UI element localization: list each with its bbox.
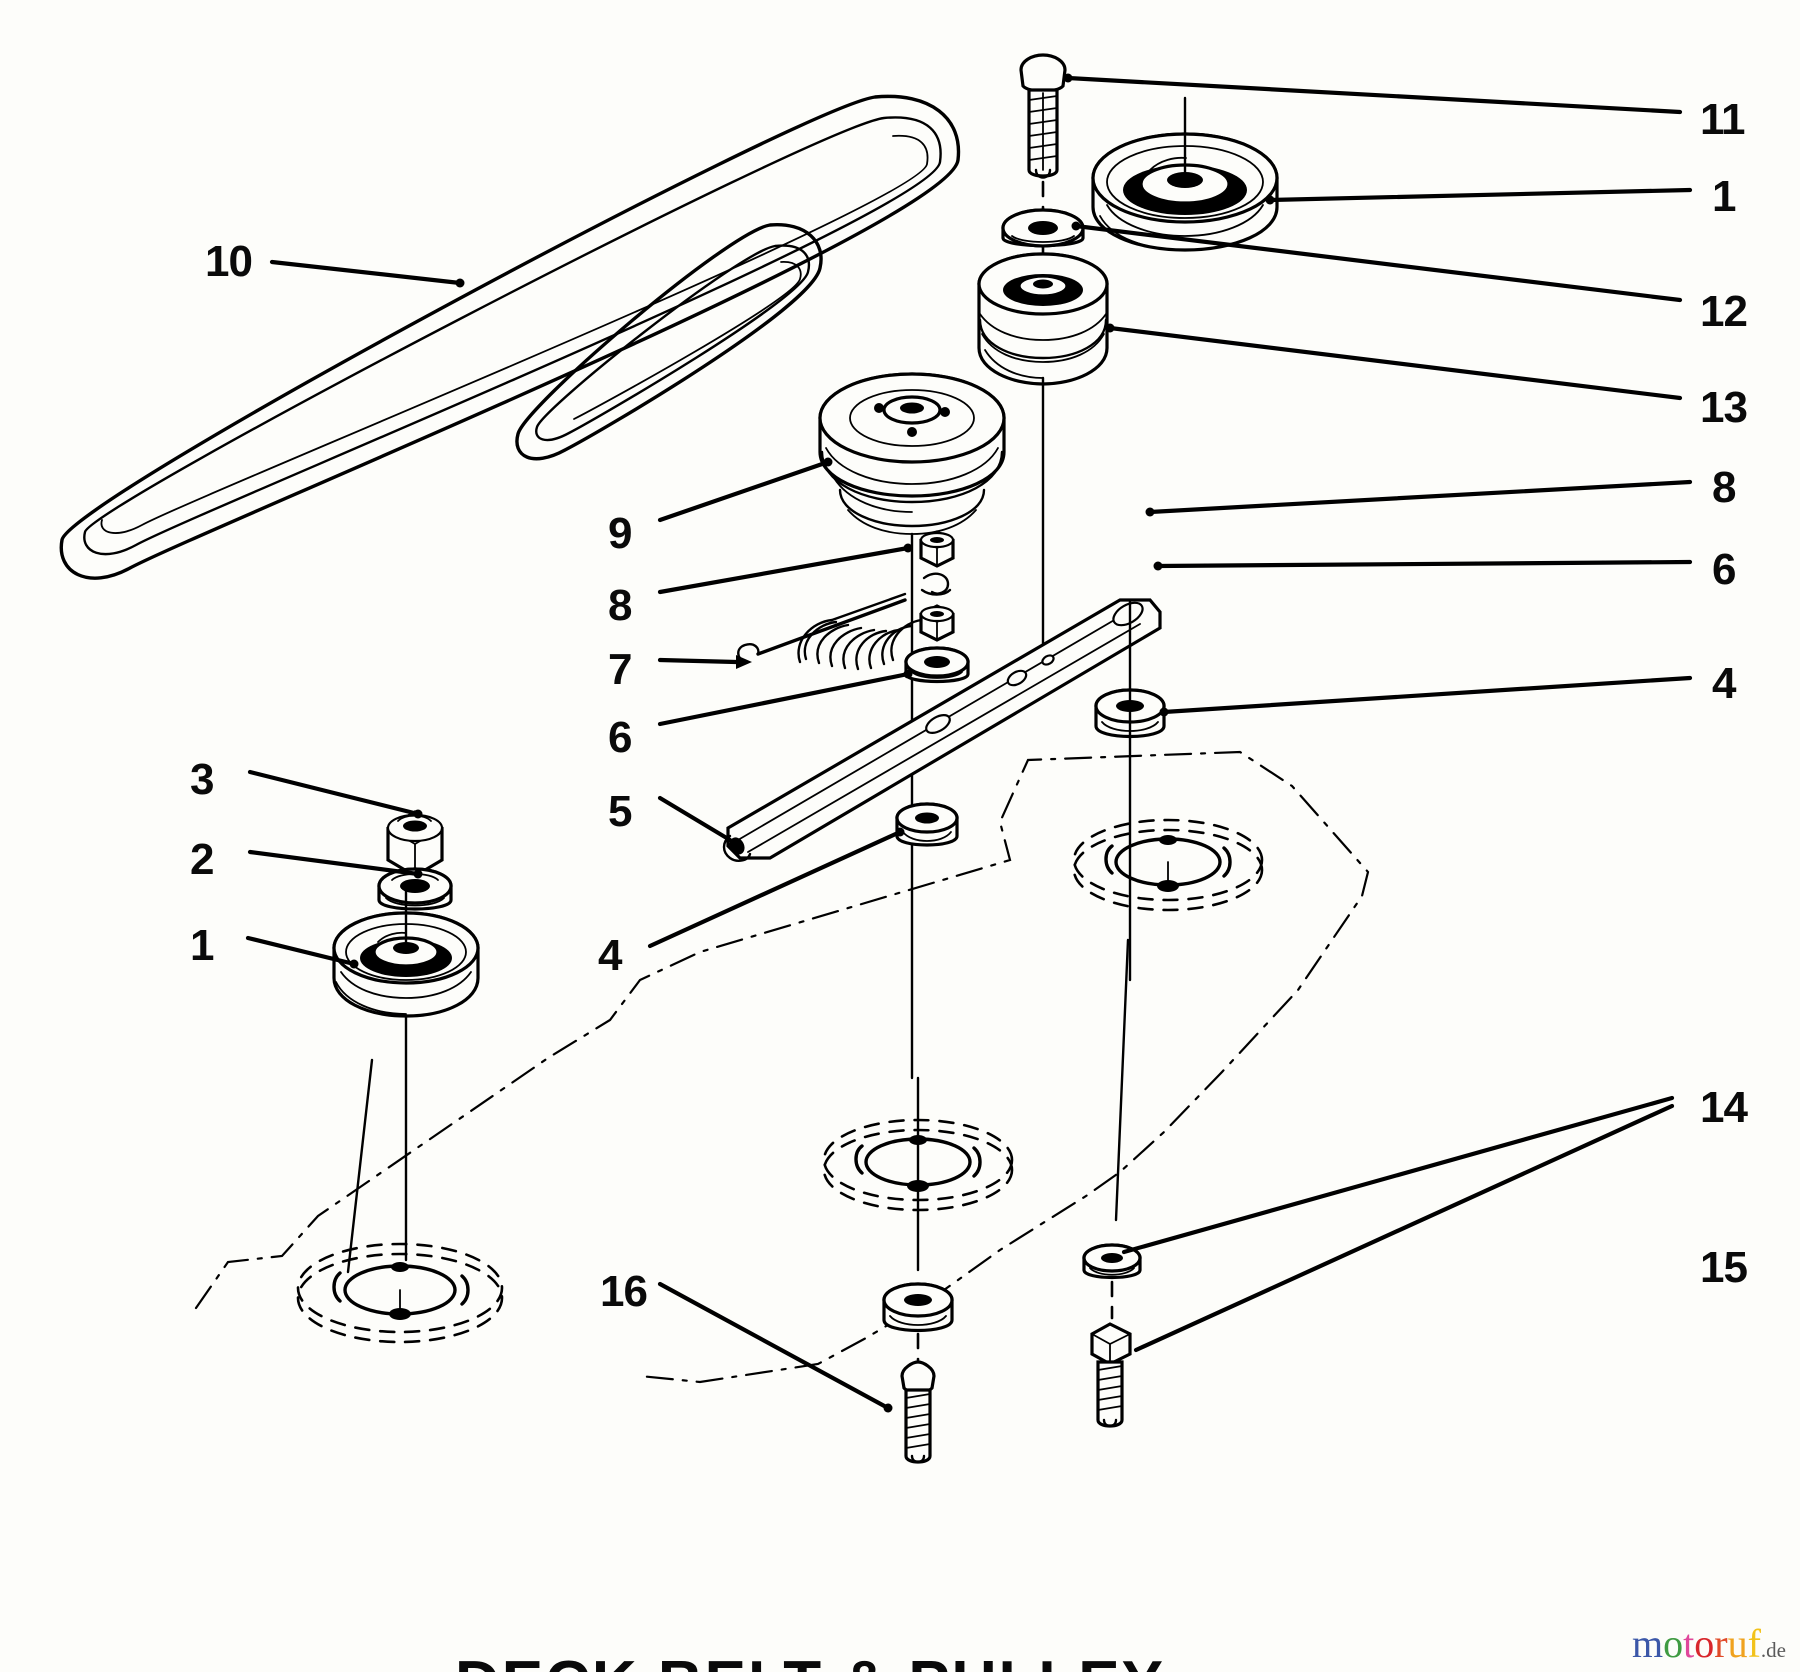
part-8-hex-lock-nut-lower — [919, 604, 955, 642]
callout-5[interactable]: 5 — [608, 787, 633, 836]
callout-14[interactable]: 14 — [1700, 1083, 1748, 1132]
part-belt-secondary — [515, 223, 823, 461]
callout-6-mid[interactable]: 6 — [608, 713, 633, 762]
spindle-housing-center — [822, 1076, 1014, 1272]
logo-letter-o1: o — [1663, 1621, 1684, 1666]
part-3-hex-lock-nut — [386, 810, 444, 878]
part-6-flat-washer-center — [904, 646, 970, 684]
spindle-housing-right — [1072, 818, 1264, 1222]
callout-8-mid[interactable]: 8 — [608, 581, 633, 630]
callout-9[interactable]: 9 — [608, 509, 633, 558]
callout-8-right[interactable]: 8 — [1712, 463, 1737, 512]
part-10-v-belt — [59, 94, 961, 580]
logo-letter-o2: o — [1694, 1621, 1715, 1666]
callout-15[interactable]: 15 — [1700, 1243, 1748, 1292]
callout-12[interactable]: 12 — [1700, 287, 1748, 336]
part-11-hex-head-bolt — [1019, 53, 1067, 224]
part-1-idler-pulley-lower — [332, 884, 480, 1274]
callout-1-lower[interactable]: 1 — [190, 921, 215, 970]
logo-letter-m: m — [1632, 1621, 1664, 1666]
part-4-pivot-bushing-right — [1094, 598, 1166, 982]
leader-lines — [245, 73, 1693, 1413]
callout-1-top[interactable]: 1 — [1712, 172, 1737, 221]
part-16-carriage-bolt — [882, 1282, 954, 1464]
callout-4-mid[interactable]: 4 — [598, 931, 623, 980]
callout-4-right[interactable]: 4 — [1712, 659, 1737, 708]
page-title: DECK BELT & PULLEY — [455, 1648, 1165, 1672]
motoruf-watermark-logo: motoruf.de — [1632, 1624, 1786, 1664]
callout-16[interactable]: 16 — [600, 1267, 648, 1316]
part-13-double-groove-pulley — [977, 252, 1109, 664]
part-5-idler-arm-bracket — [722, 598, 1162, 862]
part-15-hex-head-bolt — [1090, 1322, 1132, 1428]
callout-2[interactable]: 2 — [190, 835, 215, 884]
part-4-pivot-bushing-center — [895, 802, 959, 847]
logo-tld: .de — [1760, 1638, 1786, 1662]
logo-letter-u: u — [1727, 1621, 1748, 1666]
part-9-drive-pulley — [818, 372, 1006, 1080]
part-8-hex-lock-nut-upper — [919, 530, 955, 568]
spring-anchor-tab — [920, 572, 952, 596]
part-7-extension-spring — [737, 592, 923, 671]
logo-letter-r: r — [1714, 1621, 1728, 1666]
callout-13[interactable]: 13 — [1700, 383, 1748, 432]
logo-letter-f: f — [1747, 1621, 1761, 1666]
callout-3[interactable]: 3 — [190, 755, 215, 804]
part-1-idler-pulley-top — [1091, 96, 1279, 252]
callout-11[interactable]: 11 — [1700, 95, 1746, 144]
part-14-flat-washer — [1082, 1243, 1142, 1320]
callout-7[interactable]: 7 — [608, 645, 633, 694]
callout-6-right[interactable]: 6 — [1712, 545, 1737, 594]
callout-10[interactable]: 10 — [205, 237, 253, 286]
logo-letter-t: t — [1683, 1621, 1695, 1666]
spindle-housing-left — [296, 1242, 504, 1344]
